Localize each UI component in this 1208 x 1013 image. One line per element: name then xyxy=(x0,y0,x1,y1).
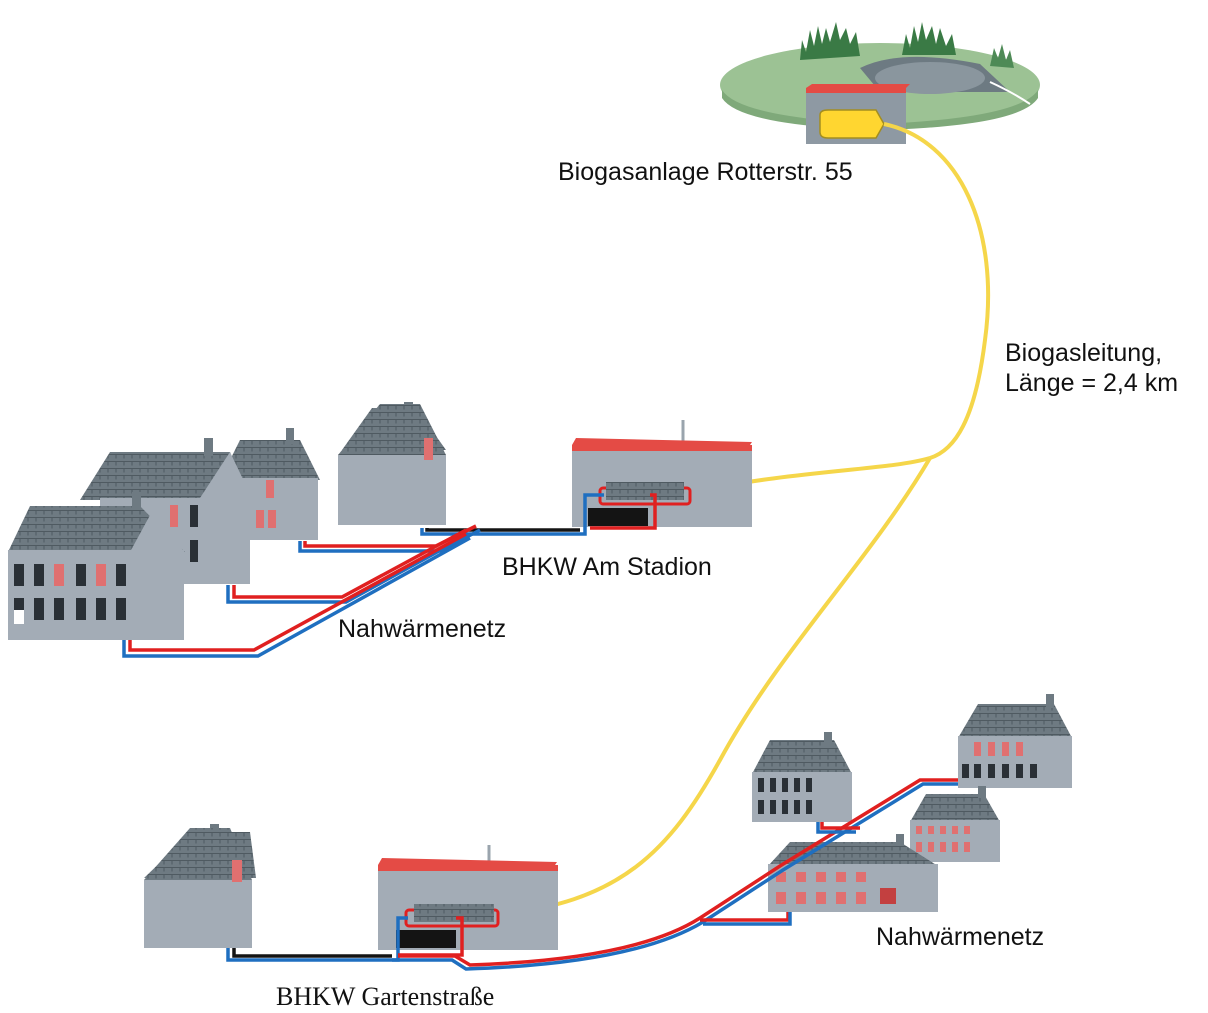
apartment-block-icon xyxy=(8,492,185,640)
apartment-block-icon xyxy=(752,732,852,822)
heat-network-left-label: Nahwärmenetz xyxy=(338,615,507,643)
forest-icon xyxy=(800,22,1014,68)
heat-network-right-label: Nahwärmenetz xyxy=(876,923,1045,951)
house-icon xyxy=(338,402,446,525)
pipeline-label-line1: Biogasleitung, xyxy=(1005,339,1163,367)
heat-network-left xyxy=(122,493,657,658)
biogas-plant-label: Biogasanlage Rotterstr. 55 xyxy=(558,158,853,186)
chp-garden-label: BHKW Gartenstraße xyxy=(276,982,495,1011)
pipeline-label-line2: Länge = 2,4 km xyxy=(1005,369,1179,397)
house-icon xyxy=(144,824,256,948)
apartment-block-icon xyxy=(910,786,1000,862)
house-icon xyxy=(220,428,320,540)
chp-stadium-label: BHKW Am Stadion xyxy=(502,553,712,581)
heat-network-bottom xyxy=(226,778,958,971)
apartment-block-icon xyxy=(768,834,938,912)
biogas-plant-icon xyxy=(720,22,1040,144)
chp-plant-icon xyxy=(378,845,558,950)
apartment-block-icon xyxy=(958,694,1072,788)
chp-plant-icon xyxy=(572,420,752,527)
